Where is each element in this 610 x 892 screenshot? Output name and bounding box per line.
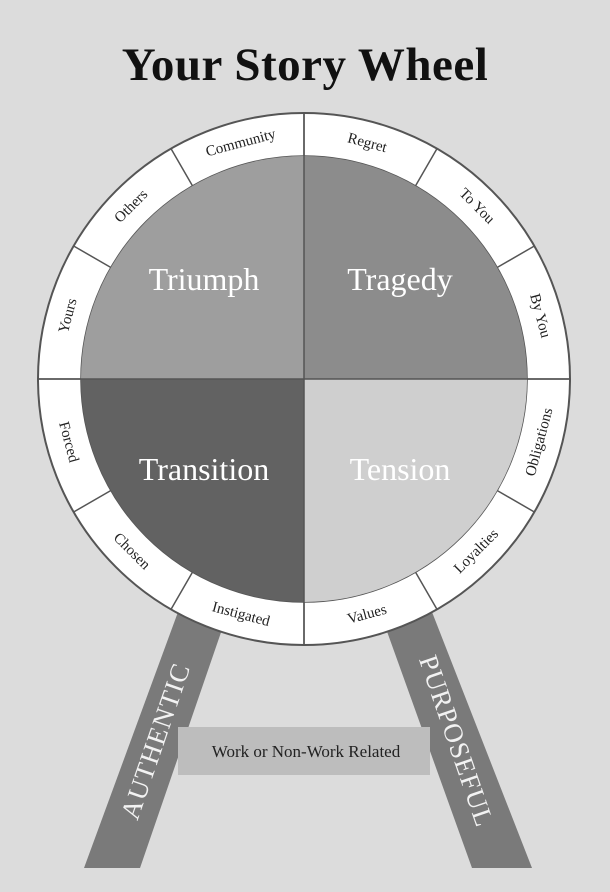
authentic-leg bbox=[84, 612, 228, 868]
crossbar bbox=[178, 727, 430, 775]
quadrant-tension bbox=[304, 379, 527, 602]
ring-divider bbox=[414, 571, 438, 610]
ring-divider bbox=[73, 489, 112, 513]
crossbar-label: Work or Non-Work Related bbox=[212, 742, 401, 761]
ring-divider bbox=[170, 571, 194, 610]
ring-divider bbox=[414, 148, 438, 187]
quadrant-label-transition: Transition bbox=[139, 451, 269, 487]
quadrant-tragedy bbox=[304, 156, 527, 379]
ring-divider bbox=[73, 245, 112, 269]
page-title: Your Story Wheel bbox=[121, 39, 489, 91]
ring-divider bbox=[496, 245, 535, 269]
quadrant-label-tension: Tension bbox=[350, 451, 451, 487]
ring-divider bbox=[496, 489, 535, 513]
purposeful-leg bbox=[380, 612, 532, 868]
quadrant-transition bbox=[81, 379, 304, 602]
quadrant-label-tragedy: Tragedy bbox=[347, 261, 452, 297]
quadrant-label-triumph: Triumph bbox=[149, 261, 260, 297]
ring-divider bbox=[170, 148, 194, 187]
quadrant-triumph bbox=[81, 156, 304, 379]
